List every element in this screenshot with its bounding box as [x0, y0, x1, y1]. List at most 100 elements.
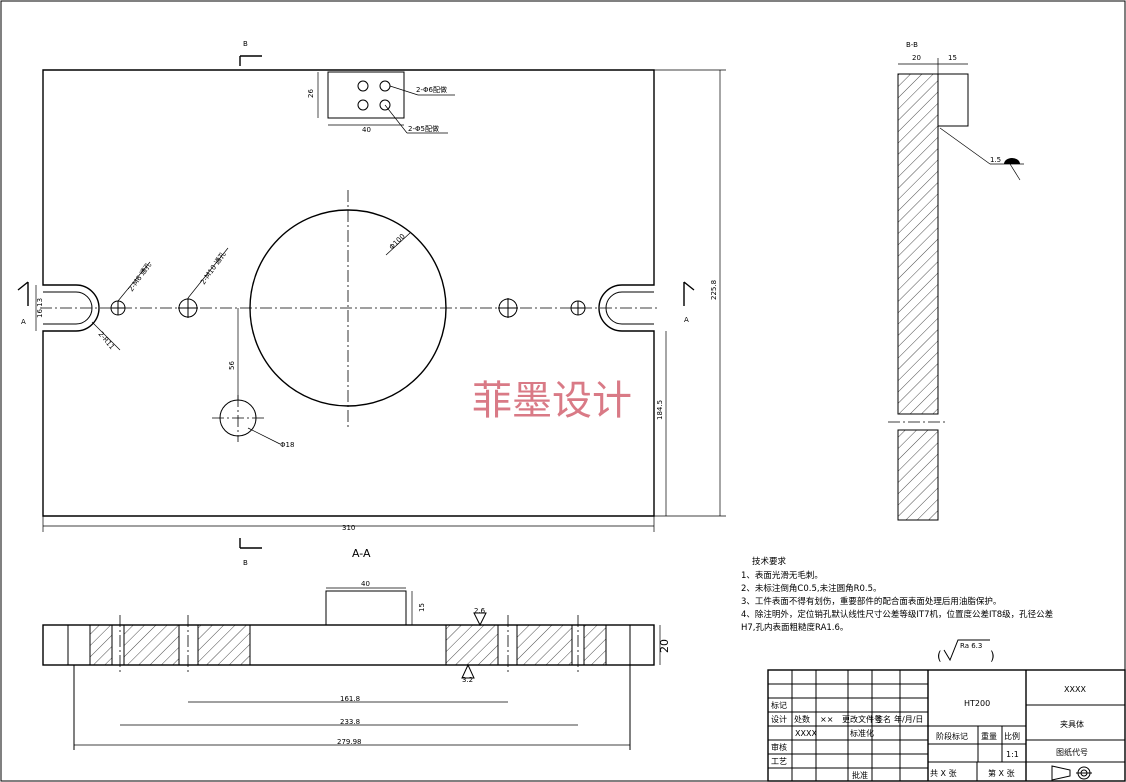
weld-leader	[939, 127, 991, 165]
general-roughness: ( Ra 6.3 )	[937, 639, 995, 663]
dim-16-label: 16.13	[36, 298, 44, 318]
lower-hole	[212, 395, 264, 442]
tb-count: 处数	[794, 714, 810, 724]
hatch-5	[516, 624, 573, 666]
tb-row-mark: 标记	[771, 700, 787, 710]
phi6-callout: 2-Φ6配做	[416, 85, 447, 94]
section-aa-label: A-A	[352, 547, 371, 560]
m6-hole-right	[570, 300, 586, 316]
large-bore-label: Φ100	[388, 232, 407, 251]
tb-change-doc: 更改文件号	[842, 714, 882, 724]
m10-callout: 2-M10 通孔	[198, 250, 227, 286]
tb-row-review: 审核	[771, 742, 787, 752]
dim-56-label: 56	[228, 361, 236, 370]
large-bore-circle	[249, 209, 447, 407]
r11-callout: 2-R11	[96, 330, 115, 351]
bottom-dim-279: 279.98	[337, 738, 362, 746]
watermark: 菲墨设计	[472, 378, 632, 424]
small-bore-leader	[247, 427, 281, 445]
side-dim-15: 15	[948, 54, 957, 62]
bottom-dim-20: 20	[658, 639, 671, 653]
main-view: Φ100 2-M6 通孔 2-M10 通孔 2-R11	[17, 40, 726, 567]
section-b-bottom-marker	[239, 538, 262, 549]
hatch-4	[445, 624, 499, 666]
m10-leader	[187, 247, 229, 299]
r11-leader	[91, 321, 121, 351]
roughness-check-icon	[943, 639, 990, 662]
m10-hole-right	[498, 298, 518, 318]
bottom-boss	[325, 590, 407, 626]
hatch-1	[89, 624, 113, 666]
tb-company: XXXX	[1064, 685, 1086, 694]
dim-40-label: 40	[362, 126, 371, 134]
m10-hole-left	[178, 298, 198, 318]
tb-sheet: 第 X 张	[988, 768, 1015, 778]
weld-tail	[1009, 163, 1021, 181]
side-view-bb: B-B 20 15 1.5	[888, 41, 1024, 521]
tb-standardize: 标准化	[850, 728, 874, 738]
section-a-left-marker	[17, 281, 29, 306]
tech-requirements: 技术要求 1、表面光滑无毛刺。 2、未标注倒角C0.5,未注圆角R0.5。 3、…	[741, 556, 1053, 633]
top-pin-block	[327, 71, 405, 119]
dim-225-label: 225.8	[710, 280, 718, 300]
section-bb-label: B-B	[906, 41, 918, 49]
tb-total: 共 X 张	[930, 769, 957, 778]
tech-item-3: 3、工件表面不得有划伤，重要部件的配合面表面处理后用油脂保护。	[741, 596, 1001, 607]
roughness-value: Ra 6.3	[960, 642, 982, 650]
hatch-2	[123, 624, 180, 666]
weld-size: 1.5	[990, 156, 1001, 164]
large-bore-leader	[385, 232, 411, 256]
phi5-callout: 2-Φ5配做	[408, 124, 439, 133]
roughness-bottom-mark	[461, 663, 475, 679]
side-body-lower	[897, 429, 939, 521]
tb-sign: 签名	[875, 714, 891, 724]
tb-material: HT200	[964, 699, 990, 708]
title-block: 标记 设计 处数 ×× 更改文件号 签名 年/月/日 XXXX 标准化 审核 工…	[767, 669, 1126, 782]
dim-310-label: 310	[342, 524, 355, 532]
plate-outline	[42, 69, 655, 517]
tb-part-name: 夹具体	[1060, 719, 1084, 729]
side-body-upper	[897, 73, 939, 415]
dim-26-label: 26	[307, 89, 315, 98]
m6-leader	[117, 261, 151, 302]
svg-text:): )	[990, 649, 995, 663]
tech-item-2: 2、未标注倒角C0.5,未注圆角R0.5。	[741, 583, 882, 594]
tech-item-4: 4、除注明外，定位销孔默认线性尺寸公差等级IT7机，位置度公差IT8级，孔径公差	[741, 609, 1053, 620]
m6-callout: 2-M6 通孔	[126, 260, 153, 293]
side-dim-20: 20	[912, 54, 921, 62]
side-boss	[937, 73, 969, 127]
tb-designer-mark: ××	[820, 715, 833, 724]
tb-row-process: 工艺	[771, 757, 787, 766]
bottom-dim-40: 40	[361, 580, 370, 588]
tb-drawing-no: 图纸代号	[1056, 747, 1088, 757]
tech-title: 技术要求	[752, 556, 787, 567]
tb-stage-mark: 阶段标记	[936, 731, 968, 741]
projection-symbol-icon	[1051, 765, 1092, 781]
tb-row-design: 设计	[771, 714, 787, 724]
tb-date: 年/月/日	[894, 714, 923, 724]
tech-item-5: H7,孔内表面粗糙度RA1.6。	[741, 622, 848, 633]
bottom-dim-15: 15	[418, 603, 426, 612]
dim-184-label: 184.5	[656, 400, 664, 420]
section-b-top-marker	[239, 55, 262, 66]
bottom-dim-233: 233.8	[340, 718, 360, 726]
roughness-top: 2.6	[474, 607, 486, 615]
section-a-left-label: A	[21, 318, 26, 326]
roughness-bottom: 3.2	[462, 676, 473, 684]
svg-text:(: (	[937, 649, 942, 663]
weld-symbol	[1004, 158, 1020, 164]
section-a-right-label: A	[684, 316, 689, 324]
roughness-top-mark	[473, 612, 487, 627]
section-b-bottom-label: B	[243, 559, 248, 567]
section-a-right-marker	[683, 281, 695, 306]
phi5-leader	[384, 104, 408, 134]
tech-item-1: 1、表面光滑无毛刺。	[741, 570, 823, 581]
phi6-leader	[389, 85, 419, 96]
tb-scale: 1:1	[1006, 750, 1019, 759]
hatch-6	[583, 624, 607, 666]
tb-weight: 重量	[981, 731, 997, 741]
tb-approve: 批准	[852, 770, 868, 780]
bottom-dim-161: 161.8	[340, 695, 360, 703]
